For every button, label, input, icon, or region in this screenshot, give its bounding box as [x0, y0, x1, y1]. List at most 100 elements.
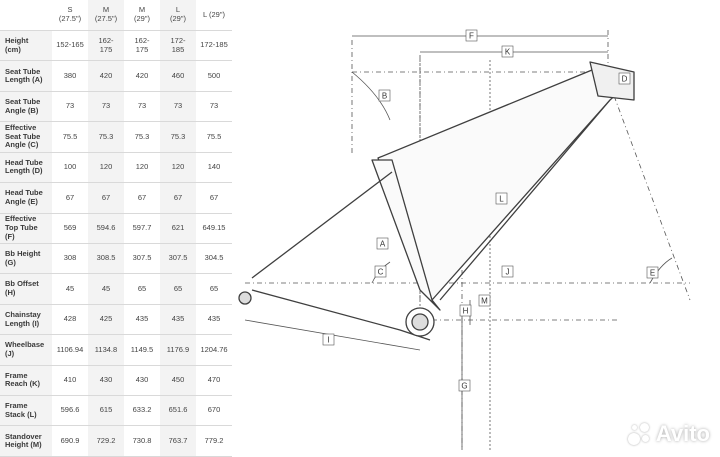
header-label-spacer: [0, 0, 52, 31]
table-cell: 779.2: [196, 425, 232, 457]
diagram-label-g: G: [458, 379, 471, 392]
row-label-line: Bb Height: [5, 249, 41, 259]
table-cell: 670: [196, 395, 232, 427]
table-cell: 621: [160, 213, 196, 244]
table-cell: 1134.8: [88, 334, 124, 366]
table-cell: 140: [196, 152, 232, 184]
table-cell: 450: [160, 365, 196, 397]
row-label-line: Seat Tube: [5, 66, 41, 76]
row-label-line: (cm): [5, 44, 21, 54]
row-label-line: Effective: [5, 123, 37, 133]
row-label-line: (F): [5, 231, 15, 241]
table-cell: 308.5: [88, 243, 124, 275]
row-label-line: Chainstay: [5, 309, 41, 319]
row-label-line: Seat Tube: [5, 131, 41, 141]
seat-stay: [251, 171, 393, 279]
row-label-line: Head Tube: [5, 188, 43, 198]
table-cell: 1176.9: [160, 334, 196, 366]
dim-letter-f: F: [469, 32, 474, 41]
dim-letter-k: K: [505, 48, 511, 57]
geometry-table: S(27.5") M(27.5") M(29") L(29") L (29") …: [0, 0, 232, 457]
table-cell: 172-185: [196, 30, 232, 62]
table-cell: 75.5: [196, 121, 232, 153]
header-size-l-29: L(29"): [160, 0, 196, 31]
table-cell: 569: [52, 213, 88, 244]
row-label-line: Effective: [5, 214, 37, 224]
table-cell: 73: [196, 91, 232, 123]
dim-letter-i: I: [327, 336, 329, 345]
table-cell: 152-165: [52, 30, 88, 62]
angle-e-arc: [649, 257, 673, 284]
header-size-s-27: S(27.5"): [52, 0, 88, 31]
row-label: Bb Offset(H): [0, 273, 52, 305]
table-cell: 73: [160, 91, 196, 123]
diagram-label-c: C: [374, 265, 387, 278]
table-cell: 120: [124, 152, 160, 184]
table-cell: 304.5: [196, 243, 232, 275]
diagram-label-b: B: [378, 89, 391, 102]
table-cell: 380: [52, 60, 88, 92]
header-size-m-29: M(29"): [124, 0, 160, 31]
table-cell: 65: [160, 273, 196, 305]
diagram-label-i: I: [322, 333, 335, 346]
row-label-line: Bb Offset: [5, 279, 39, 289]
table-cell: 1106.94: [52, 334, 88, 366]
diagram-label-f: F: [465, 29, 478, 42]
table-cell: 45: [88, 273, 124, 305]
table-header-row: S(27.5") M(27.5") M(29") L(29") L (29"): [0, 0, 232, 31]
table-cell: 633.2: [124, 395, 160, 427]
table-cell: 460: [160, 60, 196, 92]
row-label-line: Top Tube: [5, 222, 38, 232]
rear-dropout: [238, 291, 252, 305]
avito-logo-icon: [626, 421, 652, 447]
row-label-line: Length (D): [5, 166, 43, 176]
table-cell: 45: [52, 273, 88, 305]
table-cell: 420: [88, 60, 124, 92]
table-cell: 120: [88, 152, 124, 184]
header-size-m-27: M(27.5"): [88, 0, 124, 31]
dim-letter-e: E: [650, 269, 655, 278]
row-label-line: Height (M): [5, 440, 42, 450]
table-cell: 67: [88, 182, 124, 214]
diagram-label-k: K: [501, 45, 514, 58]
row-label-line: Length (A): [5, 75, 43, 85]
header-size-l-29b: L (29"): [196, 0, 232, 31]
dim-letter-m: M: [481, 297, 488, 306]
table-cell: 690.9: [52, 425, 88, 457]
table-cell: 75.5: [52, 121, 88, 153]
diagram-label-j: J: [501, 265, 514, 278]
table-cell: 67: [52, 182, 88, 214]
table-cell: 100: [52, 152, 88, 184]
table-cell: 420: [124, 60, 160, 92]
dim-letter-h: H: [463, 307, 469, 316]
row-label-line: Stack (L): [5, 409, 37, 419]
row-label: Bb Height(G): [0, 243, 52, 275]
table-cell: 308: [52, 243, 88, 275]
table-cell: 67: [124, 182, 160, 214]
table-cell: 1204.76: [196, 334, 232, 366]
frame-geometry-diagram: F K B D L A C J E M H I G: [238, 29, 691, 450]
table-cell: 67: [160, 182, 196, 214]
table-cell: 596.6: [52, 395, 88, 427]
table-cell: 730.8: [124, 425, 160, 457]
diagram-label-a: A: [376, 237, 389, 250]
table-cell: 65: [196, 273, 232, 305]
table-cell: 162- 175: [88, 30, 124, 62]
row-label-line: (J): [5, 348, 15, 358]
table-cell: 470: [196, 365, 232, 397]
dim-letter-d: D: [622, 75, 628, 84]
row-label-line: Height: [5, 36, 29, 46]
diagram-label-d: D: [618, 72, 631, 85]
table-cell: 615: [88, 395, 124, 427]
